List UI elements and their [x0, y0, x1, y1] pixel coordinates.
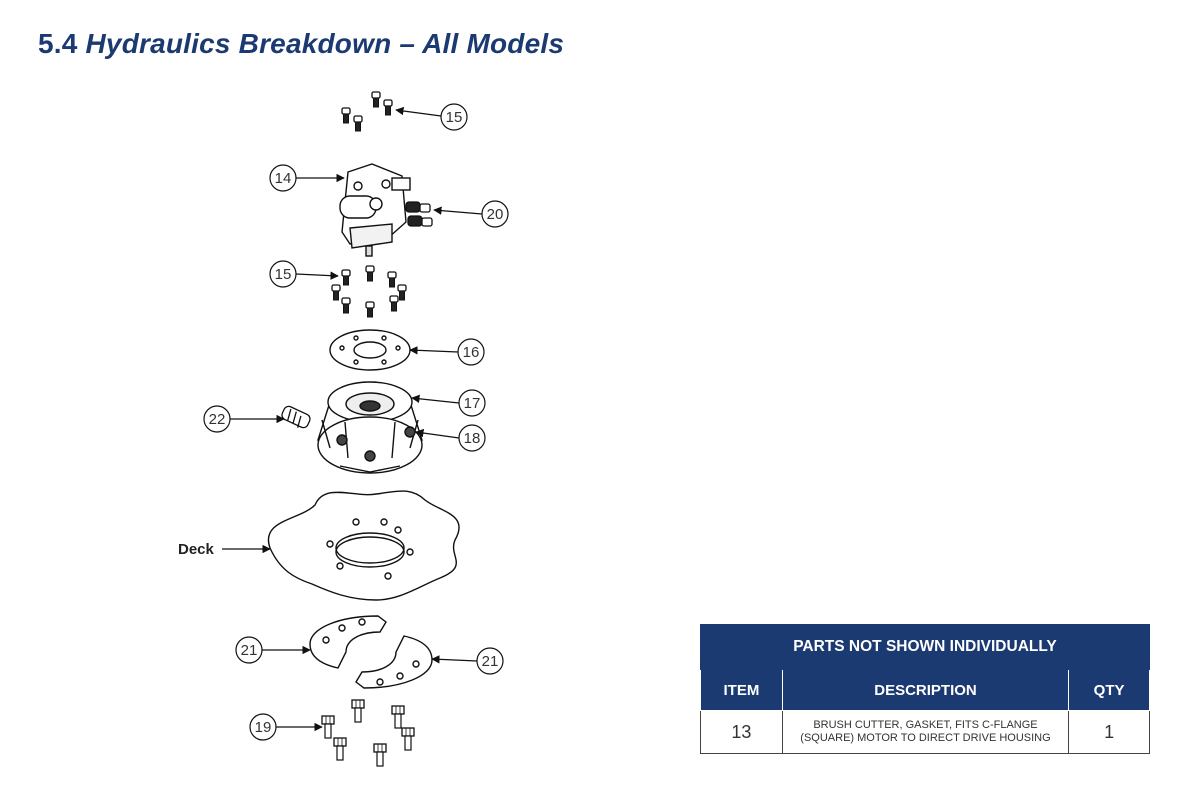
fittings — [405, 201, 433, 227]
column-header-item: ITEM — [700, 669, 783, 711]
callout-21-left: 21 — [235, 636, 263, 664]
svg-text:14: 14 — [275, 170, 292, 187]
callout-20: 20 — [481, 200, 509, 228]
hydraulic-motor — [339, 163, 411, 257]
callouts: 15 14 20 15 16 17 22 18 — [178, 103, 509, 741]
callout-18: 18 — [458, 424, 486, 452]
middle-bolts — [331, 265, 407, 318]
parts-not-shown-table: PARTS NOT SHOWN INDIVIDUALLY ITEM DESCRI… — [700, 624, 1150, 754]
page-title: 5.4 Hydraulics Breakdown – All Models — [38, 28, 564, 60]
section-title: Hydraulics Breakdown – All Models — [85, 28, 565, 59]
row-description: BRUSH CUTTER, GASKET, FITS C-FLANGE (SQU… — [781, 710, 1070, 754]
svg-text:16: 16 — [463, 344, 480, 361]
flange-plate — [329, 329, 411, 371]
column-header-qty: QTY — [1068, 669, 1150, 711]
table-caption: PARTS NOT SHOWN INDIVIDUALLY — [700, 624, 1150, 670]
deck-plate — [267, 490, 460, 601]
deck-label: Deck — [178, 541, 215, 558]
callout-21-right: 21 — [476, 647, 504, 675]
svg-text:17: 17 — [464, 395, 481, 412]
hydraulics-exploded-diagram: 15 14 20 15 16 17 22 18 — [178, 91, 509, 767]
row-item: 13 — [700, 710, 783, 754]
svg-text:15: 15 — [275, 266, 292, 283]
callout-15-middle: 15 — [269, 260, 297, 288]
svg-text:18: 18 — [464, 430, 481, 447]
section-number: 5.4 — [38, 28, 78, 59]
top-bolts — [341, 91, 393, 132]
table-row: 13 BRUSH CUTTER, GASKET, FITS C-FLANGE (… — [700, 710, 1150, 754]
row-qty: 1 — [1068, 710, 1150, 754]
leader-lines — [222, 106, 483, 732]
svg-text:22: 22 — [209, 411, 226, 428]
direct-drive-housing — [317, 381, 423, 474]
svg-text:15: 15 — [446, 109, 463, 126]
callout-19: 19 — [249, 713, 277, 741]
callout-16: 16 — [457, 338, 485, 366]
row-description-line2: (SQUARE) MOTOR TO DIRECT DRIVE HOUSING — [800, 732, 1051, 744]
svg-text:19: 19 — [255, 719, 272, 736]
split-plates — [309, 615, 433, 689]
callout-17: 17 — [458, 389, 486, 417]
callout-15-top: 15 — [440, 103, 468, 131]
grease-fitting — [281, 405, 311, 429]
row-description-line1: BRUSH CUTTER, GASKET, FITS C-FLANGE — [813, 719, 1038, 731]
svg-text:21: 21 — [482, 653, 499, 670]
svg-text:20: 20 — [487, 206, 504, 223]
svg-text:21: 21 — [241, 642, 258, 659]
column-header-description: DESCRIPTION — [781, 669, 1070, 711]
callout-22: 22 — [203, 405, 231, 433]
bottom-bolts — [321, 699, 415, 767]
callout-14: 14 — [269, 164, 297, 192]
